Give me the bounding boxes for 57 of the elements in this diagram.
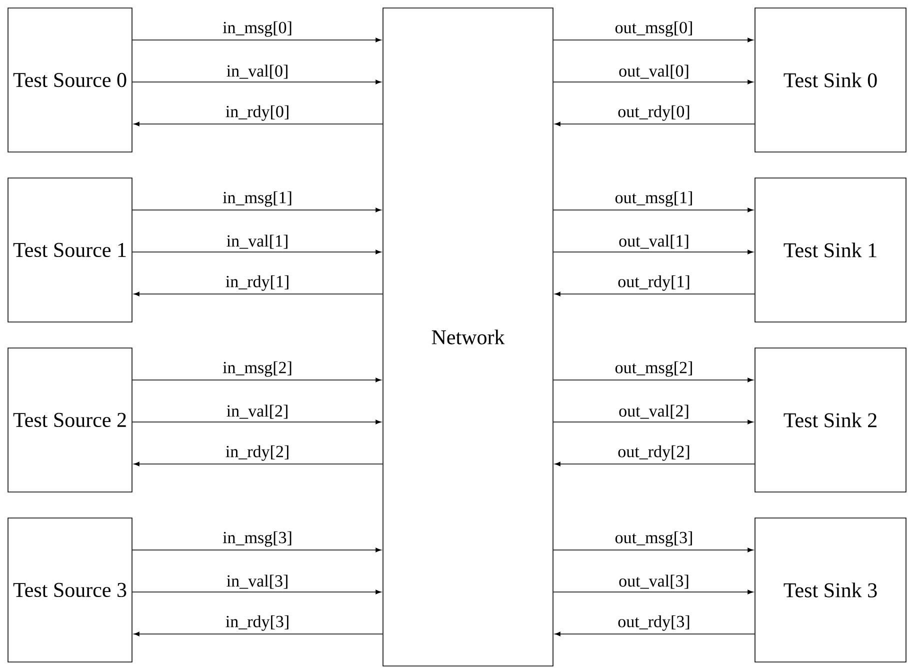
arrow <box>553 250 754 254</box>
edge-label: in_msg[0] <box>222 20 294 38</box>
arrow <box>553 80 754 84</box>
arrow <box>553 590 754 594</box>
arrow <box>132 38 382 42</box>
arrow <box>553 208 754 212</box>
arrow <box>553 420 754 424</box>
edge-label: in_msg[3] <box>222 530 294 548</box>
edge-label: out_val[1] <box>618 234 690 250</box>
arrow <box>132 378 382 382</box>
arrow <box>554 632 755 636</box>
edge-label: out_val[3] <box>618 574 690 590</box>
arrow <box>132 548 382 552</box>
sink-box: Test Sink 1 <box>754 178 906 322</box>
edge-label: out_msg[2] <box>614 360 694 378</box>
edge-label: out_rdy[3] <box>616 614 692 632</box>
arrow <box>554 292 755 296</box>
edge-label: out_msg[1] <box>614 190 694 208</box>
arrow <box>132 208 382 212</box>
edge-label: out_msg[3] <box>614 530 694 548</box>
edge-label: out_val[0] <box>618 64 690 80</box>
arrow <box>134 292 383 296</box>
edge-label: in_val[1] <box>225 234 290 250</box>
arrow <box>132 590 382 594</box>
edge-label: in_rdy[2] <box>224 444 291 462</box>
arrow <box>553 38 754 42</box>
edge-label: out_rdy[2] <box>616 444 692 462</box>
edge-label: in_val[3] <box>225 574 290 590</box>
edge-label: in_val[0] <box>225 64 290 80</box>
edge-label: in_rdy[1] <box>224 274 291 292</box>
arrow <box>553 378 754 382</box>
source-box: Test Source 0 <box>8 8 132 152</box>
arrow <box>553 548 754 552</box>
edge-label: in_val[2] <box>225 404 290 420</box>
source-box: Test Source 3 <box>8 518 132 662</box>
edge-label: in_rdy[3] <box>224 614 291 632</box>
edge-label: out_val[2] <box>618 404 690 420</box>
source-box: Test Source 1 <box>8 178 132 322</box>
edge-label: in_msg[2] <box>222 360 294 378</box>
arrow <box>132 80 382 84</box>
arrow <box>554 122 755 126</box>
edge-label: in_msg[1] <box>222 190 294 208</box>
arrow <box>554 462 755 466</box>
edge-label: in_rdy[0] <box>224 104 291 122</box>
edge-label: out_rdy[1] <box>616 274 692 292</box>
network-box: Network <box>382 8 554 666</box>
arrow <box>134 632 383 636</box>
edge-label: out_msg[0] <box>614 20 694 38</box>
sink-box: Test Sink 0 <box>754 8 906 152</box>
arrow <box>132 420 382 424</box>
edge-label: out_rdy[0] <box>616 104 692 122</box>
arrow <box>134 462 383 466</box>
source-box: Test Source 2 <box>8 348 132 492</box>
sink-box: Test Sink 3 <box>754 518 906 662</box>
arrow <box>132 250 382 254</box>
sink-box: Test Sink 2 <box>754 348 906 492</box>
arrow <box>134 122 383 126</box>
